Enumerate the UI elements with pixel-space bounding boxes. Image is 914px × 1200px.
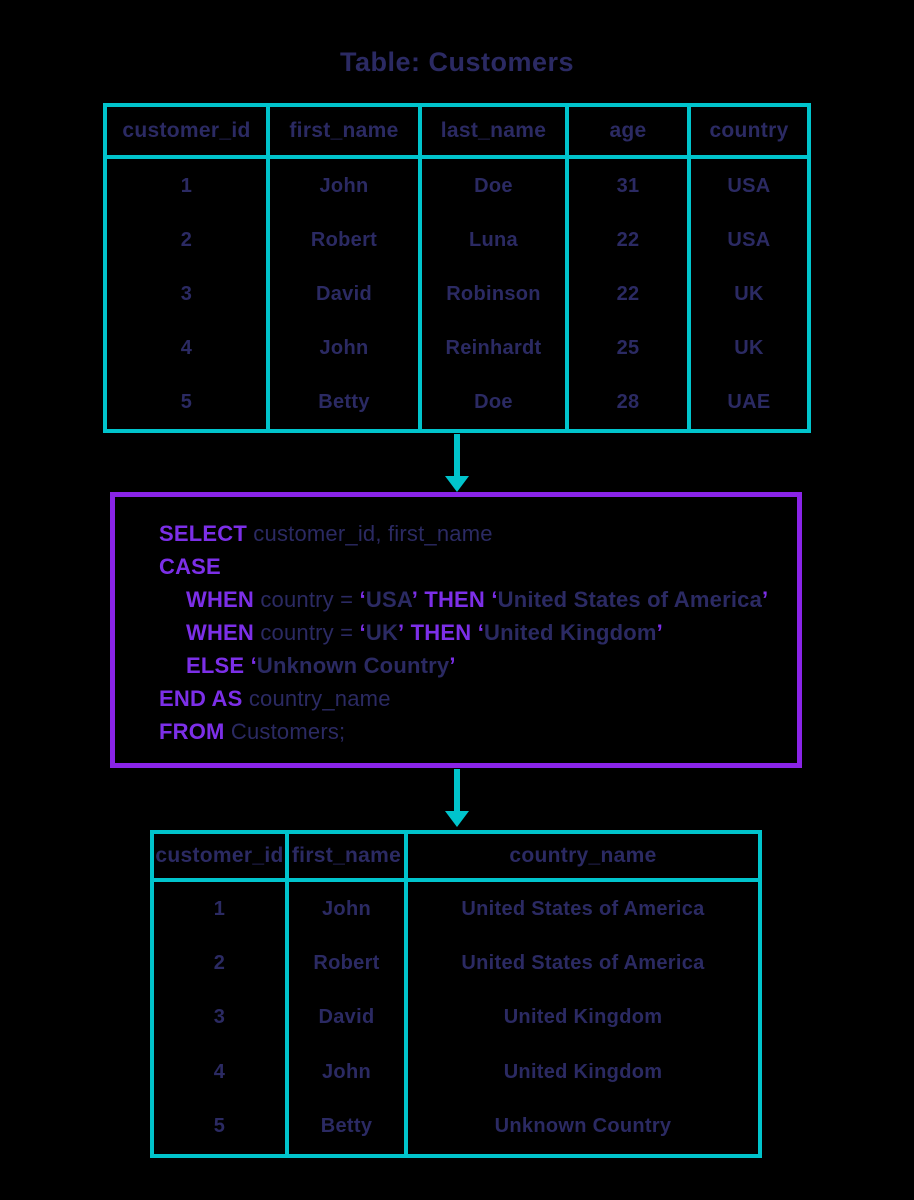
sql-token-kw: END AS xyxy=(159,686,243,711)
table-cell: David xyxy=(289,990,408,1046)
column-header: customer_id xyxy=(107,107,270,159)
table-cell: Luna xyxy=(422,213,569,267)
table-cell: Betty xyxy=(270,375,422,429)
sql-token-plain: country_name xyxy=(242,686,391,711)
table-cell: USA xyxy=(727,228,771,251)
table-cell: United Kingdom xyxy=(503,1060,663,1083)
table-cell: 3 xyxy=(107,267,270,321)
sql-token-str: USA xyxy=(365,587,412,612)
sql-token-q: ’ xyxy=(762,587,769,612)
sql-token-plain: country = xyxy=(254,620,360,645)
table-cell: UAE xyxy=(727,390,771,413)
column-header: customer_id xyxy=(154,834,289,882)
table-cell: 22 xyxy=(569,267,691,321)
sql-line: END AS country_name xyxy=(159,682,797,715)
sql-token-kw: THEN xyxy=(410,620,472,645)
sql-token-plain: Customers; xyxy=(224,719,346,744)
table-cell: Robinson xyxy=(422,267,569,321)
sql-token-plain: customer_id, first_name xyxy=(247,521,493,546)
column-header: age xyxy=(569,107,691,159)
table-cell: 2 xyxy=(107,213,270,267)
sql-token-kw: ELSE xyxy=(186,653,245,678)
column-header: last_name xyxy=(422,107,569,159)
table-cell: 5 xyxy=(154,1099,289,1154)
table-cell: David xyxy=(270,267,422,321)
sql-token-plain: country = xyxy=(254,587,360,612)
sql-token-q: ’ xyxy=(398,620,405,645)
table-cell: Doe xyxy=(422,159,569,213)
sql-token-kw: CASE xyxy=(159,554,221,579)
table-cell: 1 xyxy=(107,159,270,213)
table-cell: 25 xyxy=(569,321,691,375)
table-cell: 31 xyxy=(569,159,691,213)
table-cell: Unknown Country xyxy=(494,1115,672,1138)
column-header: country_name xyxy=(408,834,758,882)
table-cell: USA xyxy=(727,174,771,197)
table-cell: Betty xyxy=(289,1099,408,1154)
table-cell: United Kingdom xyxy=(503,1006,663,1029)
table-cell: United States of America xyxy=(461,952,705,975)
sql-token-q: ’ xyxy=(411,587,419,612)
sql-token-kw: SELECT xyxy=(159,521,247,546)
sql-token-q: ‘ xyxy=(250,653,257,678)
sql-token-str: UK xyxy=(365,620,399,645)
sql-line: SELECT customer_id, first_name xyxy=(159,517,797,550)
sql-token-q: ’ xyxy=(449,653,456,678)
table-cell: 2 xyxy=(154,936,289,991)
table-cell: Doe xyxy=(422,375,569,429)
sql-token-q: ‘ xyxy=(359,587,366,612)
table-cell: Robert xyxy=(270,213,422,267)
table-cell: 4 xyxy=(107,321,270,375)
sql-token-q: ‘ xyxy=(359,620,366,645)
column-header: country xyxy=(691,107,807,159)
sql-line: WHEN country = ‘USA’ THEN ‘United States… xyxy=(159,583,797,616)
sql-token-str: United Kingdom xyxy=(484,620,657,645)
table-cell: 1 xyxy=(154,882,289,937)
down-arrow-icon xyxy=(442,434,472,492)
sql-token-str: United States of America xyxy=(497,587,763,612)
table-cell: 22 xyxy=(569,213,691,267)
down-arrow-icon xyxy=(442,769,472,827)
sql-token-kw: WHEN xyxy=(186,620,255,645)
table-cell: United States of America xyxy=(461,897,705,920)
column-header: first_name xyxy=(270,107,422,159)
table-cell: 28 xyxy=(569,375,691,429)
sql-token-kw: FROM xyxy=(159,719,225,744)
sql-line: ELSE ‘Unknown Country’ xyxy=(159,649,797,682)
sql-token-kw: WHEN xyxy=(186,587,255,612)
sql-line: FROM Customers; xyxy=(159,715,797,748)
sql-line: WHEN country = ‘UK’ THEN ‘United Kingdom… xyxy=(159,616,797,649)
table-title: Table: Customers xyxy=(339,47,575,77)
table-cell: 3 xyxy=(154,990,289,1046)
sql-token-q: ‘ xyxy=(477,620,484,645)
sql-token-q: ’ xyxy=(656,620,663,645)
table-cell: Reinhardt xyxy=(422,321,569,375)
table-cell: 5 xyxy=(107,375,270,429)
table-cell: UK xyxy=(734,282,764,305)
table-cell: 4 xyxy=(154,1045,289,1100)
sql-token-str: Unknown Country xyxy=(256,653,450,678)
sql-line: CASE xyxy=(159,550,797,583)
sql-token-kw: THEN xyxy=(424,587,486,612)
table-cell: UK xyxy=(734,336,764,359)
table-cell: John xyxy=(270,159,422,213)
sql-token-q: ‘ xyxy=(491,587,498,612)
table-cell: John xyxy=(270,321,422,375)
table-cell: John xyxy=(289,882,408,937)
table-cell: John xyxy=(289,1045,408,1100)
table-cell: Robert xyxy=(289,936,408,991)
column-header: first_name xyxy=(289,834,408,882)
